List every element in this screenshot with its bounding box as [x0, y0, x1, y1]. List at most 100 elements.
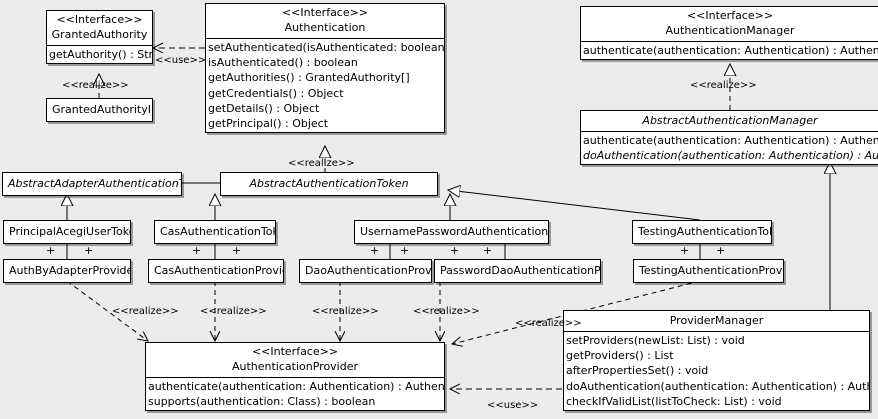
operations-compartment: setAuthenticated(isAuthenticated: boolea…	[206, 38, 444, 132]
operation: getPrincipal() : Object	[208, 117, 329, 131]
class-name: AbstractAuthenticationManager	[642, 114, 818, 127]
association-mark: +	[46, 244, 56, 257]
class-header: TestingAuthenticationProvider	[634, 260, 783, 282]
class-granted-authority-impl[interactable]: GrantedAuthorityImpl	[46, 98, 153, 122]
operations-compartment: authenticate(authentication: Authenticat…	[581, 131, 878, 164]
stereotype-label: <<Interface>>	[281, 6, 369, 19]
class-header: ProviderManager	[564, 311, 869, 331]
class-header: PrincipalAcegiUserToken	[4, 221, 130, 243]
class-header: AbstractAuthenticationManager	[581, 111, 878, 131]
label-realize-password-dao: <<realize>>	[413, 306, 480, 317]
class-cas-authentication-token[interactable]: CasAuthenticationToken	[154, 220, 276, 244]
label-realize-dao: <<realize>>	[312, 306, 379, 317]
association-mark: +	[716, 244, 726, 257]
class-abstract-authentication-manager[interactable]: AbstractAuthenticationManager authentica…	[580, 110, 878, 166]
label-use-provider-manager: <<use>>	[487, 400, 539, 411]
class-principal-acegi-user-token[interactable]: PrincipalAcegiUserToken	[3, 220, 131, 244]
association-mark: +	[84, 244, 94, 257]
class-header: DaoAuthenticationProvider	[300, 260, 431, 282]
operation: getAuthorities() : GrantedAuthority[]	[208, 71, 410, 85]
class-authentication-manager[interactable]: <<Interface>> AuthenticationManager auth…	[580, 6, 878, 61]
class-name: AbstractAdapterAuthenticationToken	[8, 177, 181, 190]
label-realize-testing: <<realize>>	[515, 318, 582, 329]
label-realize-cas: <<realize>>	[200, 306, 267, 317]
class-header: UsernamePasswordAuthenticationToken	[355, 221, 548, 243]
class-header: TestingAuthenticationToken	[633, 221, 771, 243]
class-header: <<Interface>> GrantedAuthority	[47, 11, 152, 45]
class-auth-by-adapter-provider[interactable]: AuthByAdapterProvider	[3, 259, 131, 283]
operations-compartment: setProviders(newList: List) : void getPr…	[564, 331, 869, 410]
association-mark: +	[450, 244, 460, 257]
class-header: CasAuthenticationProvider	[149, 260, 283, 282]
class-granted-authority[interactable]: <<Interface>> GrantedAuthority getAuthor…	[46, 10, 153, 65]
class-header: AbstractAuthenticationToken	[221, 173, 437, 195]
class-name: GrantedAuthorityImpl	[52, 103, 152, 116]
operation: authenticate(authentication: Authenticat…	[148, 380, 445, 393]
association-mark: +	[400, 244, 410, 257]
operation: getDetails() : Object	[208, 101, 320, 115]
class-header: PasswordDaoAuthenticationProvider	[435, 260, 600, 282]
class-header: <<Interface>> AuthenticationProvider	[146, 343, 444, 377]
association-mark: +	[680, 244, 690, 257]
operation: setAuthenticated(isAuthenticated: boolea…	[208, 41, 445, 54]
class-username-password-authentication-token[interactable]: UsernamePasswordAuthenticationToken	[354, 220, 549, 244]
class-name: DaoAuthenticationProvider	[305, 264, 432, 277]
operation: checkIfValidList(listToCheck: List) : vo…	[566, 394, 782, 408]
operations-compartment: authenticate(authentication: Authenticat…	[146, 377, 444, 410]
class-header: AuthByAdapterProvider	[4, 260, 130, 282]
stereotype-label: <<Interface>>	[251, 345, 339, 358]
class-name: AuthByAdapterProvider	[9, 264, 131, 277]
class-name: Authentication	[284, 21, 366, 34]
operation: getAuthority() : String	[49, 48, 153, 61]
operation: doAuthentication(authentication: Authent…	[583, 149, 878, 163]
class-dao-authentication-provider[interactable]: DaoAuthenticationProvider	[299, 259, 432, 283]
operation: isAuthenticated() : boolean	[208, 56, 358, 70]
operation: afterPropertiesSet() : void	[566, 364, 709, 378]
class-name: TestingAuthenticationProvider	[639, 264, 783, 277]
association-mark: +	[232, 244, 242, 257]
class-name: ProviderManager	[669, 314, 764, 327]
association-mark: +	[370, 244, 380, 257]
class-abstract-adapter-authentication-token[interactable]: AbstractAdapterAuthenticationToken	[2, 172, 182, 196]
operation: setProviders(newList: List) : void	[566, 334, 745, 347]
label-realize-abstract-authentication-manager: <<realize>>	[690, 80, 757, 91]
class-name: AbstractAuthenticationToken	[249, 177, 409, 190]
class-authentication[interactable]: <<Interface>> Authentication setAuthenti…	[205, 3, 445, 134]
class-testing-authentication-token[interactable]: TestingAuthenticationToken	[632, 220, 772, 244]
operations-compartment: authenticate(authentication: Authenticat…	[581, 41, 878, 59]
class-password-dao-authentication-provider[interactable]: PasswordDaoAuthenticationProvider	[434, 259, 601, 283]
class-abstract-authentication-token[interactable]: AbstractAuthenticationToken	[220, 172, 438, 196]
stereotype-label: <<Interface>>	[56, 13, 143, 26]
operation: supports(authentication: Class) : boolea…	[148, 395, 376, 409]
class-header: AbstractAdapterAuthenticationToken	[3, 173, 181, 195]
operation: authenticate(authentication: Authenticat…	[583, 44, 878, 57]
class-cas-authentication-provider[interactable]: CasAuthenticationProvider	[148, 259, 284, 283]
class-name: TestingAuthenticationToken	[638, 225, 771, 238]
class-name: PrincipalAcegiUserToken	[9, 225, 131, 238]
label-realize-abstract-authentication-token: <<realize>>	[288, 158, 355, 169]
class-header: <<Interface>> AuthenticationManager	[581, 7, 878, 41]
operation: getProviders() : List	[566, 349, 674, 363]
class-name: CasAuthenticationToken	[160, 225, 275, 238]
association-mark: +	[192, 244, 202, 257]
class-header: CasAuthenticationToken	[155, 221, 275, 243]
class-name: PasswordDaoAuthenticationProvider	[440, 264, 601, 277]
class-name: AuthenticationManager	[665, 24, 795, 37]
class-header: GrantedAuthorityImpl	[47, 99, 152, 121]
class-provider-manager[interactable]: ProviderManager setProviders(newList: Li…	[563, 310, 870, 412]
class-name: GrantedAuthority	[51, 28, 148, 41]
class-header: <<Interface>> Authentication	[206, 4, 444, 38]
class-name: CasAuthenticationProvider	[154, 264, 283, 277]
operation: getCredentials() : Object	[208, 86, 344, 100]
operation: doAuthentication(authentication: Authent…	[566, 379, 869, 393]
class-name: AuthenticationProvider	[231, 360, 359, 373]
label-realize-auth-by-adapter: <<realize>>	[112, 306, 179, 317]
class-testing-authentication-provider[interactable]: TestingAuthenticationProvider	[633, 259, 784, 283]
operations-compartment: getAuthority() : String	[47, 45, 152, 63]
operation: authenticate(authentication: Authenticat…	[583, 134, 878, 147]
label-realize-granted-authority-impl: <<realize>>	[62, 80, 129, 91]
class-authentication-provider[interactable]: <<Interface>> AuthenticationProvider aut…	[145, 342, 445, 412]
label-use-authentication-grantedauthority: <<use>>	[155, 55, 207, 66]
association-mark: +	[483, 244, 493, 257]
